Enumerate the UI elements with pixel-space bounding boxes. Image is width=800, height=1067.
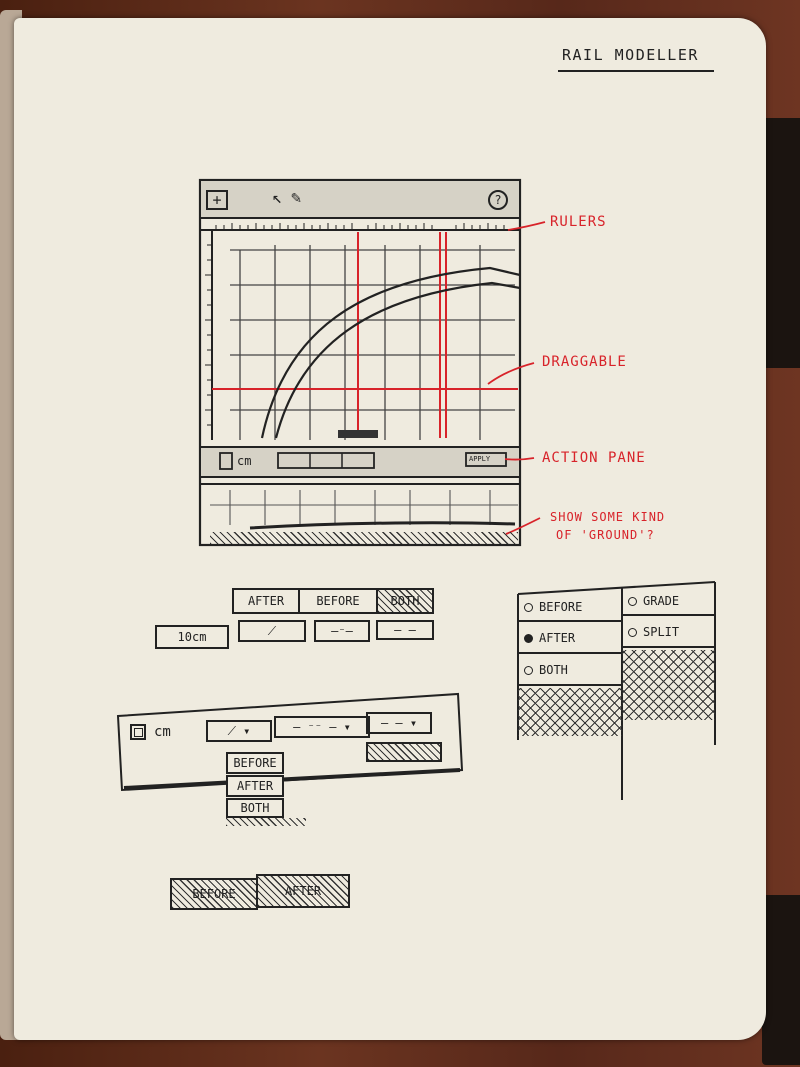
radio-split[interactable]: SPLIT: [622, 618, 715, 648]
apply-button[interactable]: APPLY: [469, 455, 491, 463]
notebook-strap-bottom: [762, 895, 800, 1065]
notebook-strap-top: [762, 118, 800, 368]
dropdown-option-after[interactable]: AFTER: [226, 775, 284, 797]
toggle-before[interactable]: BEFORE: [170, 878, 258, 910]
canvas-grid: [230, 245, 515, 440]
radio-grade[interactable]: GRADE: [622, 588, 715, 616]
dropdown-shadow: [226, 818, 306, 826]
unit-label: cm: [237, 454, 252, 468]
option-both-curve[interactable]: — —: [376, 620, 434, 640]
add-icon[interactable]: +: [206, 190, 228, 210]
toggle-after[interactable]: AFTER: [256, 874, 350, 908]
segment-before[interactable]: BEFORE: [298, 588, 378, 614]
segment-after[interactable]: AFTER: [232, 588, 300, 614]
annotation-ground-2: OF 'GROUND'?: [556, 528, 655, 542]
rail-curve: [260, 266, 521, 439]
title-underline: [558, 70, 714, 72]
length-field[interactable]: 10cm: [155, 625, 229, 649]
canvas-scroll-handle: [338, 430, 378, 438]
panel-hatch-right: [622, 650, 715, 720]
annotation-action-pane: ACTION PANE: [542, 450, 646, 466]
toolbar-sketch-outline: [116, 692, 464, 792]
pencil-tool-icon[interactable]: ✎: [291, 188, 302, 208]
page-title: RAIL MODELLER: [562, 46, 699, 64]
annotation-draggable: DRAGGABLE: [542, 354, 627, 370]
option-after-curve[interactable]: ⟋: [238, 620, 306, 642]
ruler-ticks: [205, 223, 505, 426]
dropdown-option-both[interactable]: BOTH: [226, 798, 284, 818]
toolbar-checkbox[interactable]: [130, 724, 146, 740]
annotation-rulers: RULERS: [550, 214, 607, 230]
panel-hatch-left: [518, 688, 622, 736]
segment-both[interactable]: BOTH: [376, 588, 434, 614]
option-before-curve[interactable]: —⁻—: [314, 620, 370, 642]
help-icon[interactable]: ?: [488, 190, 508, 210]
radio-both[interactable]: BOTH: [518, 656, 622, 686]
curve-dropdown[interactable]: ⟋ ▾: [206, 720, 272, 742]
pointer-tool-icon[interactable]: ↖: [272, 188, 283, 208]
radio-before[interactable]: BEFORE: [518, 594, 622, 622]
dropdown-option-before[interactable]: BEFORE: [226, 752, 284, 774]
ground-hatch: [210, 532, 518, 544]
segment-dropdown-2[interactable]: — — ▾: [366, 712, 432, 734]
radio-after[interactable]: AFTER: [518, 624, 622, 654]
draggable-guides: [212, 232, 518, 438]
toolbar-unit: cm: [154, 724, 171, 740]
toolbar-apply-button[interactable]: [366, 742, 442, 762]
segment-dropdown-1[interactable]: — ⁻⁻ — ▾: [274, 716, 370, 738]
annotation-ground-1: SHOW SOME KIND: [550, 510, 666, 524]
